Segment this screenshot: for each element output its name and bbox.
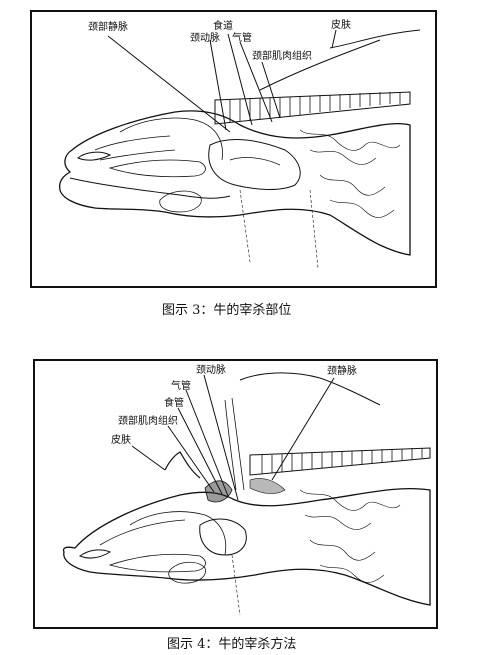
- label-skin: 皮肤: [331, 18, 351, 31]
- skull-curve-4: [129, 511, 227, 556]
- incision-area: [204, 480, 233, 503]
- label-trachea: 气管: [232, 31, 252, 44]
- leader-trachea: [239, 41, 273, 123]
- muscle-texture-4: [299, 489, 401, 583]
- label-skin-4: 皮肤: [111, 433, 131, 446]
- leader-neck-muscle-4: [167, 425, 215, 493]
- label-carotid-4: 颈动脉: [196, 363, 226, 376]
- leader-esophagus: [227, 33, 253, 126]
- leader-jugular-vein: [107, 35, 231, 133]
- muscle-texture: [299, 129, 401, 218]
- label-neck-muscle: 颈部肌肉组织: [252, 49, 312, 62]
- leader-skin-4: [131, 445, 166, 471]
- figure-3-frame: [30, 10, 437, 288]
- figure-4-caption: 图示 4：牛的宰杀方法: [167, 636, 296, 652]
- figure-3-caption: 图示 3：牛的宰杀部位: [162, 302, 291, 318]
- label-esophagus: 食道: [213, 19, 233, 32]
- larynx-inner: [229, 157, 281, 166]
- leader-trachea-4: [185, 389, 229, 497]
- skin-flap: [164, 451, 201, 479]
- label-trachea-4: 气管: [171, 379, 191, 392]
- spine-band-4: [249, 447, 431, 476]
- hyoid-bone: [159, 190, 202, 213]
- tongue: [108, 159, 206, 178]
- leader-carotid-4: [203, 374, 239, 501]
- hyoid-bone-4: [168, 561, 206, 584]
- incision-area-2: [249, 478, 286, 494]
- leader-jugular-vein-4: [271, 377, 335, 481]
- cut-line-2: [309, 189, 319, 269]
- leader-carotid: [209, 39, 227, 131]
- figure-4-frame: [33, 359, 438, 629]
- mouth-4: [78, 549, 112, 559]
- skin-top: [239, 372, 381, 406]
- label-jugular-vein: 颈部静脉: [88, 20, 128, 33]
- palate-line: [99, 149, 176, 161]
- cut-line-1: [239, 189, 251, 263]
- nasal-line-4: [99, 519, 186, 546]
- spine-band: [214, 91, 411, 125]
- cut-line-4: [231, 554, 241, 616]
- skin-outline: [329, 29, 421, 49]
- label-jugular-vein-4: 颈静脉: [327, 364, 357, 377]
- label-carotid: 颈动脉: [190, 31, 220, 44]
- figure-4: 颈动脉 颈静脉 气管 食管 颈部肌肉组织 皮肤 图示 4：牛的宰杀方法: [33, 359, 438, 652]
- skull-curve: [119, 117, 223, 161]
- label-neck-muscle-4: 颈部肌肉组织: [118, 414, 178, 427]
- head-outline: [59, 110, 411, 256]
- leader-neck-muscle: [261, 61, 281, 119]
- leader-skin: [331, 29, 337, 49]
- tongue-4: [108, 553, 206, 573]
- label-esophagus-4: 食管: [164, 396, 184, 409]
- mouth: [77, 151, 112, 161]
- carotid-vessel: [224, 397, 245, 491]
- larynx: [208, 139, 301, 190]
- jaw-line: [69, 177, 231, 199]
- figure-3: 颈部静脉 食道 颈动脉 气管 颈部肌肉组织 皮肤 图示 3：牛的宰杀部位: [30, 10, 437, 318]
- leader-esophagus-4: [177, 407, 223, 495]
- larynx-4: [199, 518, 247, 556]
- skin-outline-2: [259, 39, 381, 91]
- nasal-line: [94, 135, 171, 151]
